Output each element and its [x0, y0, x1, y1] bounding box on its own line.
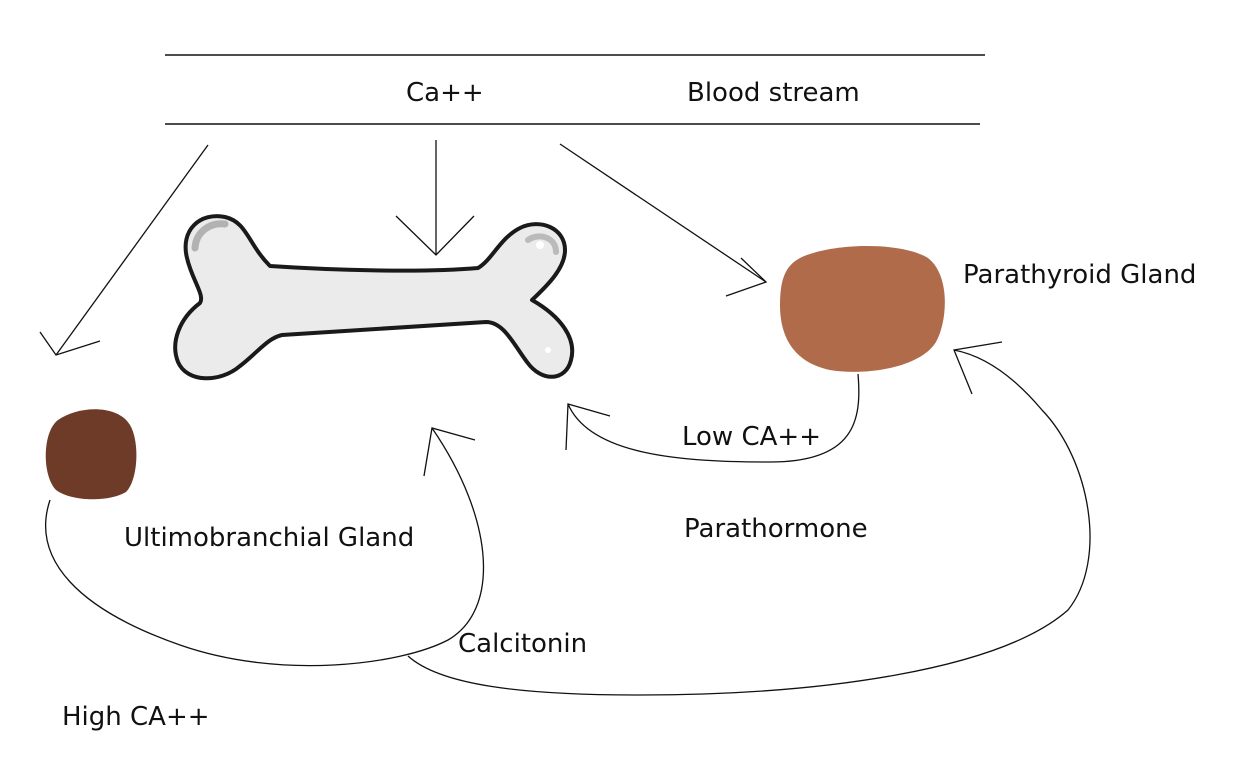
ultimobranchial-gland-label: Ultimobranchial Gland — [124, 523, 415, 553]
parathyroid-gland-label: Parathyroid Gland — [963, 260, 1197, 290]
arrow-to-parathyroid — [559, 143, 768, 297]
calcitonin-arrow — [45, 427, 485, 667]
low-ca-label: Low CA++ — [682, 422, 821, 452]
blood-stream-label: Blood stream — [687, 78, 860, 108]
parathormone-label: Parathormone — [684, 514, 868, 544]
bone-highlight-2 — [545, 347, 551, 353]
ultimobranchial-gland-shape — [45, 409, 137, 500]
bone-shape — [173, 214, 575, 381]
high-ca-arrow — [407, 341, 1091, 696]
high-ca-label: High CA++ — [62, 702, 210, 732]
bone-icon — [173, 214, 575, 381]
bone-highlight — [536, 241, 544, 249]
arrow-to-bone — [395, 140, 475, 256]
bone-shading-right — [525, 233, 559, 255]
arrow-to-ultimobranchial — [39, 144, 209, 356]
calcium-label: Ca++ — [406, 78, 484, 108]
low-ca-parathormone-arrow — [565, 373, 860, 463]
parathyroid-gland-shape — [780, 245, 945, 372]
bone-shading — [191, 220, 229, 252]
calcitonin-label: Calcitonin — [458, 629, 588, 659]
blood-stream-band — [165, 54, 985, 125]
